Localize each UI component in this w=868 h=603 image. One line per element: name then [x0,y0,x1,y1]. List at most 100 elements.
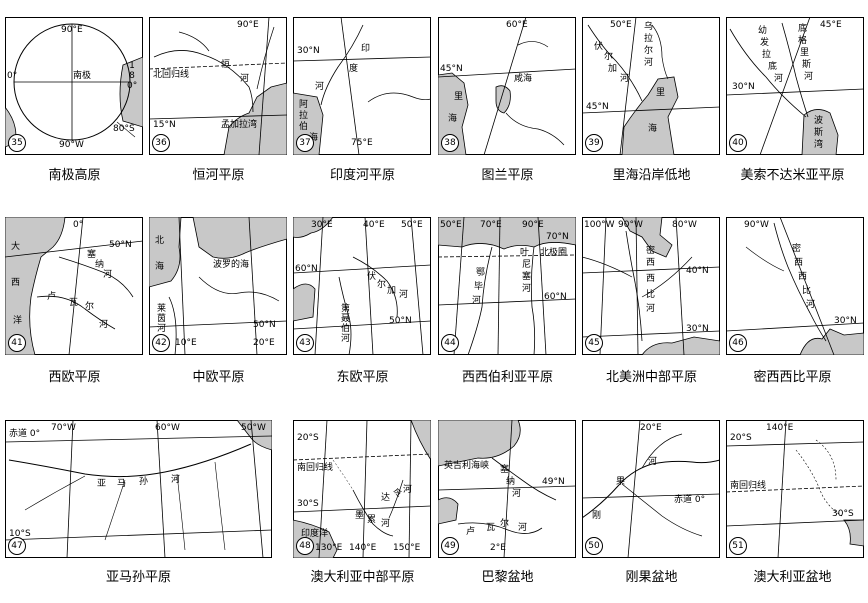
map-40-label-di2: 底 [798,24,808,34]
map-40-label-fa: 发 [760,38,770,48]
map-46-caption: 密西西比平原 [753,370,832,385]
map-47-drawing [5,420,272,558]
map-50-label-he: 河 [648,457,658,467]
map-35-label-90e: 90°E [61,25,83,35]
map-48-number: 48 [296,537,314,555]
map-48-label-he2: 河 [403,485,413,495]
map-45-number: 45 [585,334,603,352]
map-51-caption: 澳大利亚盆地 [753,570,832,585]
map-37-label-bo: 伯 [299,122,309,132]
map-35-caption: 南极高原 [48,168,101,183]
map-45-drawing [582,217,720,355]
map-35-panel: 90°E 南极 180° 80°S 0° 90°W 35 [5,17,143,155]
map-44-number: 44 [441,334,459,352]
map-47-number: 47 [8,537,26,555]
map-41-drawing [5,217,143,355]
map-43-label-he2: 河 [341,334,351,344]
map-42-label-bei: 北 [155,236,165,246]
map-42-label-yin: 茵 [157,314,167,324]
map-50-label-20e: 20°E [640,423,662,433]
map-41-label-he1: 河 [103,270,113,280]
map-47-caption: 亚马孙平原 [105,570,171,585]
map-49-caption: 巴黎盆地 [481,570,534,585]
map-49-drawing [438,420,576,558]
map-40-label-si2: 斯 [814,128,824,138]
map-50-label-equator: 赤道 0° [674,495,706,505]
map-36-label-15n: 15°N [153,120,176,130]
map-35-drawing [5,17,143,155]
map-46-label-xi2: 西 [798,272,808,282]
map-50-number: 50 [585,537,603,555]
map-47-label-60w: 60°W [155,423,180,433]
map-39-label-wu: 乌 [644,22,654,32]
map-44-label-70e: 70°E [480,220,502,230]
map-45-label-xi2: 西 [646,274,656,284]
map-45-label-mi: 密 [646,246,656,256]
map-49-panel: 英吉利海峡 塞 纳 河 49°N 卢 瓦 尔 河 2°E 49 [438,420,576,558]
map-45-label-he: 河 [646,304,656,314]
map-49-label-49n: 49°N [542,477,565,487]
map-41-label-na: 纳 [95,260,105,270]
map-45-label-40n: 40°N [686,266,709,276]
map-50-drawing [582,420,720,558]
map-35-label-80s: 80°S [113,124,135,134]
map-42-label-20e: 20°E [253,338,275,348]
map-42-caption: 中欧平原 [192,370,245,385]
map-39-panel: 50°E 伏 尔 加 河 乌 拉 尔 河 里 45°N 海 39 [582,17,720,155]
map-49-label-english-channel: 英吉利海峡 [444,461,490,471]
map-40-label-30n: 30°N [732,82,755,92]
map-48-label-mo: 墨 [355,511,365,521]
map-38-number: 38 [441,134,459,152]
map-39-label-45n: 45°N [586,102,609,112]
map-48-label-tropic-of-capricorn: 南回归线 [297,463,334,473]
map-43-label-di: 第 [341,304,351,314]
map-49-label-he1: 河 [512,489,522,499]
map-36-label-he: 河 [240,74,250,84]
map-39-label-he1: 河 [620,74,630,84]
map-44-label-60n: 60°N [544,292,567,302]
map-47-label-10s: 10°S [9,529,31,539]
map-38-label-60e: 60°E [506,20,528,30]
map-35-label-180: 180° [127,61,138,91]
map-36-panel: 90°E 北回归线 恒 河 15°N 孟加拉湾 36 [149,17,287,155]
map-36-label-heng: 恒 [221,60,231,70]
map-37-panel: 30°N 印 度 河 阿 拉 伯 海 75°E 37 [293,17,431,155]
map-44-label-70n: 70°N [546,232,569,242]
map-44-label-90e: 90°E [522,220,544,230]
map-48-drawing [293,420,431,558]
map-46-label-90w: 90°W [744,220,769,230]
map-44-label-ni: 尼 [522,260,532,270]
map-45-label-90w: 90°W [618,220,643,230]
map-40-label-si: 斯 [802,60,812,70]
map-40-label-he1: 河 [774,74,784,84]
map-43-label-30e: 30°E [311,220,333,230]
map-43-label-50n: 50°N [389,316,412,326]
map-38-caption: 图兰平原 [481,168,534,183]
map-44-label-ye: 叶 [520,248,530,258]
map-48-panel: 20°S 南回归线 墨 累 河 达 令 河 30°S 印度洋 130°E 140… [293,420,431,558]
map-48-label-20s: 20°S [297,433,319,443]
map-40-label-bo: 波 [814,116,824,126]
map-41-panel: 0° 大 西 洋 50°N 塞 纳 河 卢 瓦 尔 河 41 [5,217,143,355]
map-48-label-140e: 140°E [349,543,377,553]
map-41-label-xi: 西 [11,278,21,288]
map-46-number: 46 [729,334,747,352]
map-51-label-30s: 30°S [832,509,854,519]
map-41-caption: 西欧平原 [48,370,101,385]
map-50-panel: 20°E 刚 果 河 赤道 0° 50 [582,420,720,558]
map-37-label-he: 河 [315,82,325,92]
map-45-panel: 100°W 90°W 80°W 密 西 西 比 河 40°N 30°N 45 [582,217,720,355]
map-43-panel: 30°E 40°E 50°E 60°N 伏 尔 加 河 第 聂 伯 河 50°N… [293,217,431,355]
map-48-label-lei: 累 [367,515,377,525]
map-39-number: 39 [585,134,603,152]
map-40-label-wan: 湾 [814,140,824,150]
map-35-label-0: 0° [7,71,18,81]
map-49-label-2e: 2°E [490,543,506,553]
map-48-label-indian-ocean: 印度洋 [301,529,329,539]
map-40-label-he2: 河 [804,72,814,82]
map-41-label-da: 大 [11,242,21,252]
map-47-label-70w: 70°W [51,423,76,433]
map-51-panel: 140°E 20°S 南回归线 30°S 51 [726,420,864,558]
map-51-label-tropic-of-capricorn: 南回归线 [730,481,767,491]
map-43-label-40e: 40°E [363,220,385,230]
